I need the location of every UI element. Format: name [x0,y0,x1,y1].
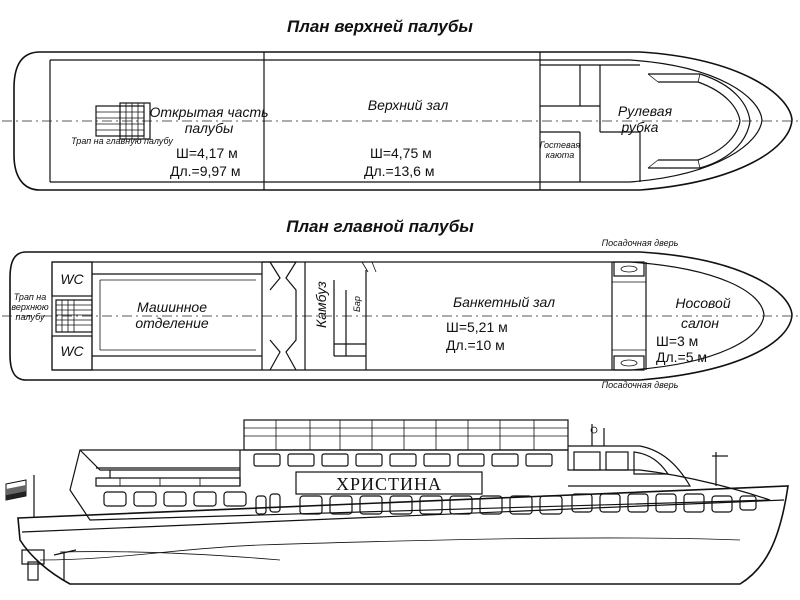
wc-bottom-label: WC [60,343,84,359]
upper-deck-hull [13,51,793,191]
lower-windows [255,493,757,515]
bow-saloon-label-2: салон [681,315,719,331]
guest-cabin-label-1: Гостевая [540,140,581,150]
wheelhouse-label-2: рубка [621,119,659,135]
ship-name: ХРИСТИНА [336,474,442,494]
side-hull-curve [59,551,281,561]
side-view: ХРИСТИНА [5,419,789,585]
flag-icon [5,475,35,518]
upper-deck-plan: План верхней палубы Трап на главную палу… [2,17,800,191]
boarding-door-top-label: Посадочная дверь [602,238,679,248]
upper-deck-inner-line [50,59,763,183]
engine-room-label-1: Машинное [137,299,207,315]
upper-hall-superstructure [243,419,569,451]
galley-bar-walls [262,261,377,371]
side-rubbing-strake [21,499,785,533]
upper-deck-fore-rooms [540,64,751,182]
bow-saloon-label-1: Носовой [675,295,730,311]
bow-saloon-length: Дл.=5 м [656,349,707,365]
banquet-hall-length: Дл.=10 м [446,337,505,353]
boarding-door-bottom-label: Посадочная дверь [602,380,679,390]
open-deck-label-1: Открытая часть [150,104,269,120]
main-deck-title: План главной палубы [286,217,474,236]
side-hull [17,485,789,585]
bow-bulkhead [611,261,647,371]
guest-cabin-label-2: каюта [546,150,574,160]
upper-hall-label: Верхний зал [368,97,449,113]
wheelhouse-label-1: Рулевая [618,103,673,119]
bow-saloon-width: Ш=3 м [656,333,698,349]
open-deck-width: Ш=4,17 м [176,145,238,161]
stern-details [21,549,77,581]
upper-deck-ladder [95,102,151,140]
side-wheelhouse [568,424,728,487]
wc-top-label: WC [60,271,84,287]
banquet-hall-label: Банкетный зал [453,294,555,310]
side-waterline [39,537,741,561]
engine-room-walls [91,262,263,370]
engine-room-label-2: отделение [135,315,209,331]
aft-canopy [79,449,241,487]
banquet-hall-width: Ш=5,21 м [446,319,508,335]
aft-lower-windows [103,491,247,507]
upper-hall-width: Ш=4,75 м [370,145,432,161]
side-lower-superstructure [69,449,771,521]
main-ladder-label-2: верхнюю [11,302,48,312]
main-ladder-label-3: палубу [16,312,45,322]
upper-windows [253,453,553,467]
open-deck-length: Дл.=9,97 м [170,163,240,179]
open-deck-label-2: палубы [185,120,234,136]
bar-label: Бар [352,296,362,312]
upper-ladder-label: Трап на главную палубу [71,136,173,146]
main-deck-inner-line [52,261,765,371]
main-deck-hull [9,251,793,381]
galley-label: Камбуз [313,281,329,328]
main-ladder-label-1: Трап на [14,292,47,302]
ship-name-panel [295,471,483,495]
upper-deck-title: План верхней палубы [287,17,473,36]
main-deck-plan: План главной палубы Посадочная дверь Пос… [2,217,800,390]
upper-hall-length: Дл.=13,6 м [364,163,434,179]
